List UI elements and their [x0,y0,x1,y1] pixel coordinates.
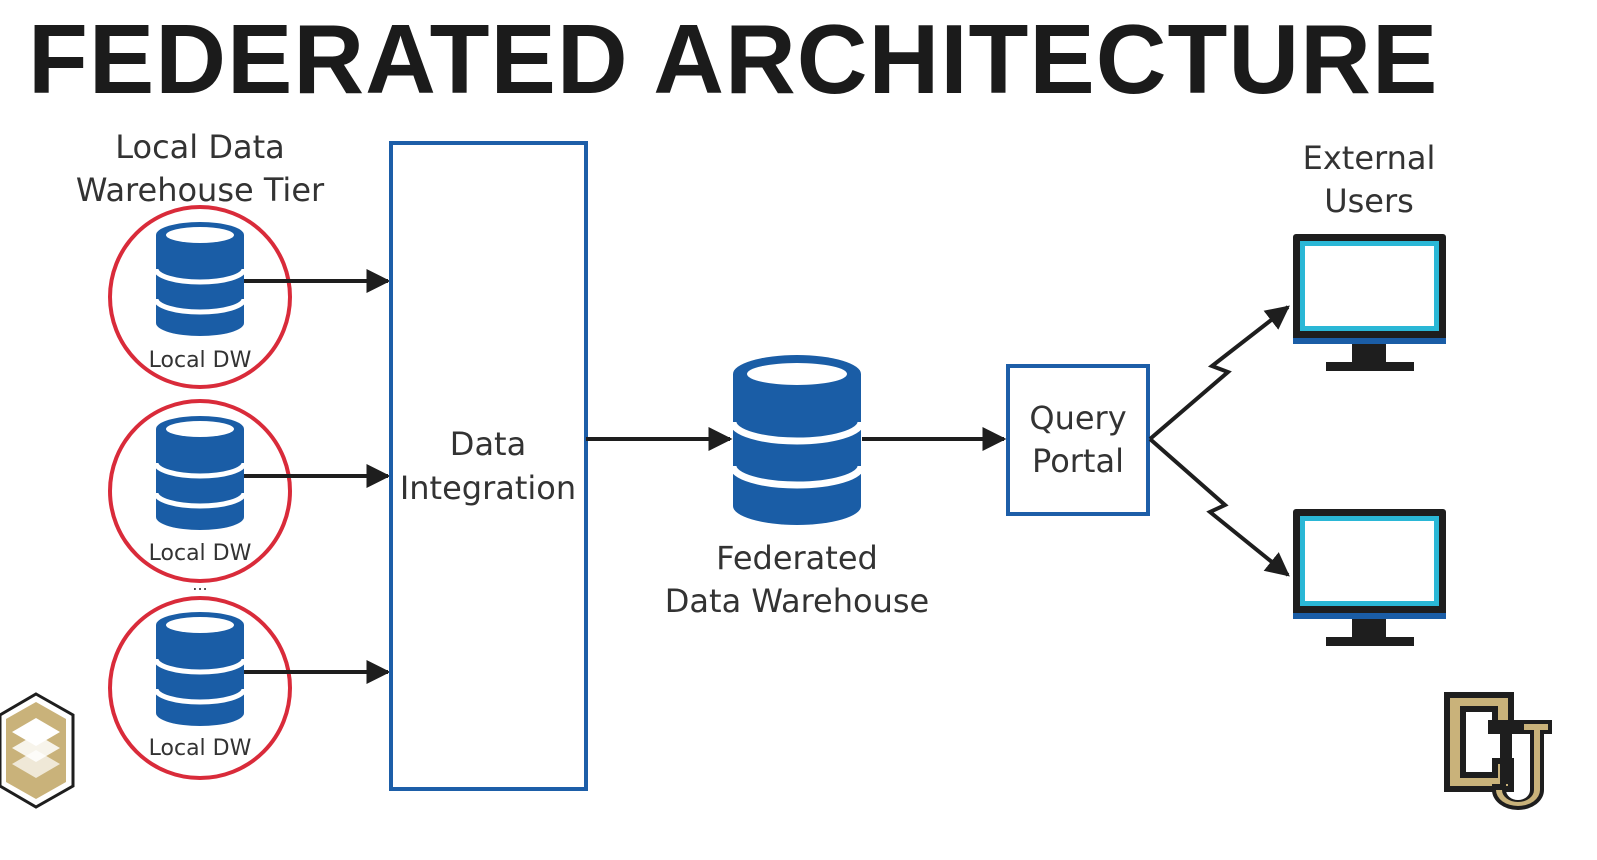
course-logo [0,692,75,809]
query-portal-box [1006,364,1150,516]
federated-dw-label-line-1: Federated [716,539,878,577]
local-dw-label: Local DW [149,541,252,566]
data-integration-box [389,141,588,791]
page-title: FEDERATED ARCHITECTURE [28,4,1439,114]
database-icon [153,612,247,726]
query-portal-label-line-1: Query [1029,399,1126,437]
local-dw-node: Local DW [108,596,292,780]
connection-portal-to-user-1 [1148,305,1290,441]
query-portal-label-line-2: Portal [1032,442,1124,480]
local-tier-heading-line-2: Warehouse Tier [76,171,325,209]
data-integration-label-line-2: Integration [400,469,576,507]
local-dw-ellipsis: ... [192,575,207,594]
federated-dw-label-line-2: Data Warehouse [665,582,929,620]
data-integration-label-line-1: Data [450,425,526,463]
local-dw-circle [108,205,292,389]
local-dw-circle [108,596,292,780]
monitor-icon [1293,509,1446,646]
local-dw-label: Local DW [149,348,252,373]
external-users-heading-line-1: External [1303,139,1436,177]
external-users-heading-line-2: Users [1324,182,1414,220]
monitor-icon [1293,234,1446,371]
local-dw-circle [108,399,292,583]
local-dw-node: Local DW [108,205,292,389]
database-icon [153,416,247,530]
local-dw-node: Local DW [108,399,292,583]
university-logo [1444,692,1552,810]
local-dw-label: Local DW [149,736,252,761]
federated-database-icon [729,355,865,525]
local-tier-heading-line-1: Local Data [115,128,285,166]
connection-portal-to-user-2 [1148,437,1290,577]
database-icon [153,222,247,336]
